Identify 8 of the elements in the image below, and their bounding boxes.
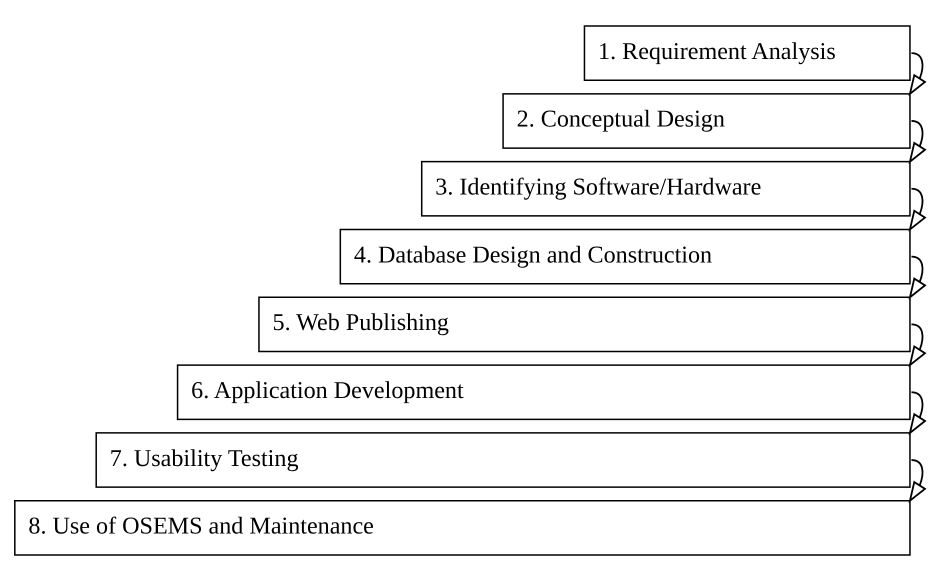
node-box: 4. Database Design and Construction [340, 228, 911, 284]
node-box: 7. Usability Testing [95, 432, 911, 488]
node-box: 8. Use of OSEMS and Maintenance [14, 500, 911, 556]
node-box: 5. Web Publishing [258, 296, 911, 352]
node-box: 6. Application Development [176, 364, 911, 420]
node-box: 1. Requirement Analysis [584, 25, 911, 82]
node-box: 3. Identifying Software/Hardware [420, 160, 911, 217]
node-box: 2. Conceptual Design [502, 93, 911, 149]
